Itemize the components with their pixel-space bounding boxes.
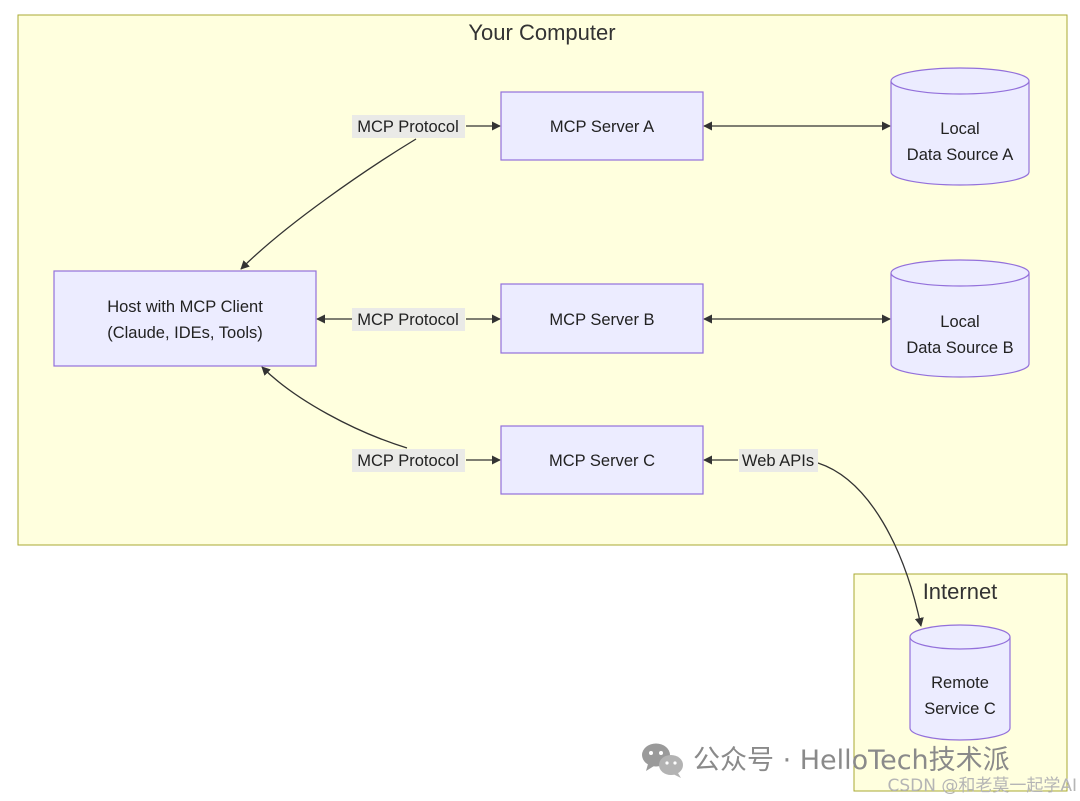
node-local-data-source-a: Local Data Source A xyxy=(890,67,1030,186)
edge-label-text: Web APIs xyxy=(742,452,814,470)
cluster-title-internet: Internet xyxy=(923,579,998,604)
wechat-icon xyxy=(642,743,683,778)
edge-label-text: MCP Protocol xyxy=(357,118,458,136)
node-host-with-mcp-client: Host with MCP Client (Claude, IDEs, Tool… xyxy=(53,270,317,367)
edge-label-web-apis: Web APIs xyxy=(739,449,818,472)
edge-host-to-server-c xyxy=(261,366,408,449)
node-host-line1: Host with MCP Client xyxy=(107,298,263,316)
node-mcp-server-a: MCP Server A xyxy=(500,91,704,161)
node-mcp-server-b: MCP Server B xyxy=(500,283,704,354)
node-local-data-source-b: Local Data Source B xyxy=(890,259,1030,378)
edge-web-apis-to-remote-c xyxy=(817,462,924,627)
cluster-title-your-computer: Your Computer xyxy=(468,20,615,45)
node-remote-service-c: Remote Service C xyxy=(909,624,1011,741)
edge-label-text: MCP Protocol xyxy=(357,452,458,470)
watermark: 公众号 · HelloTech技术派 CSDN @和老莫一起学AI xyxy=(642,743,1077,796)
node-data-a-line1: Local xyxy=(940,120,979,138)
edge-label-host-b: MCP Protocol xyxy=(352,308,465,331)
edges xyxy=(240,121,924,627)
node-data-a-line2: Data Source A xyxy=(907,146,1013,164)
node-remote-c-line1: Remote xyxy=(931,674,989,692)
watermark-brand: 公众号 · HelloTech技术派 xyxy=(693,745,1010,776)
edge-label-text: MCP Protocol xyxy=(357,311,458,329)
node-remote-c-line2: Service C xyxy=(924,700,996,718)
node-server-c-label: MCP Server C xyxy=(549,452,655,470)
edge-label-host-a: MCP Protocol xyxy=(352,115,465,138)
edge-label-host-c: MCP Protocol xyxy=(352,449,465,472)
watermark-credit: CSDN @和老莫一起学AI xyxy=(887,776,1077,796)
node-mcp-server-c: MCP Server C xyxy=(500,425,704,495)
node-host-line2: (Claude, IDEs, Tools) xyxy=(107,324,263,342)
node-server-b-label: MCP Server B xyxy=(549,311,654,329)
node-data-b-line2: Data Source B xyxy=(906,339,1013,357)
edge-host-to-server-a xyxy=(240,138,417,270)
node-server-a-label: MCP Server A xyxy=(550,118,654,136)
node-data-b-line1: Local xyxy=(940,313,979,331)
